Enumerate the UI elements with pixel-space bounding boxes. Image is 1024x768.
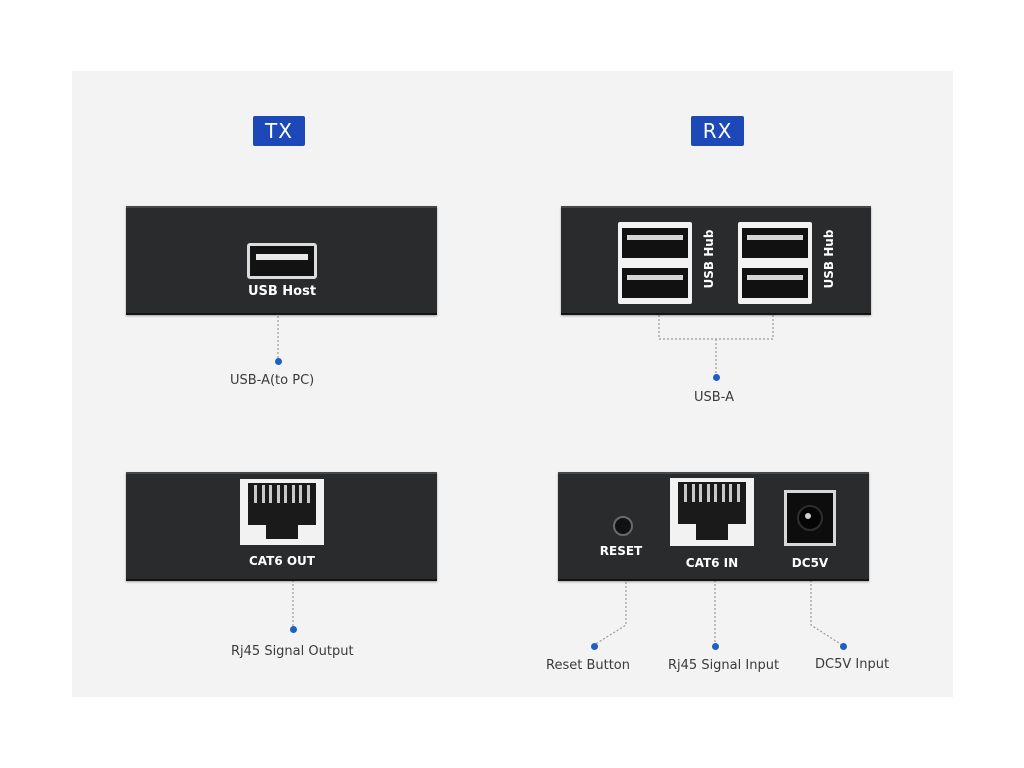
tx-cat6-callout-dot [290, 626, 297, 633]
tx-usb-callout: USB-A(to PC) [230, 373, 315, 388]
dc5v-label: DC5V [791, 556, 829, 570]
rx-usb-callout-dot [713, 374, 720, 381]
tx-cat6-callout: Rj45 Signal Output [231, 644, 354, 659]
cat6-out-label: CAT6 OUT [248, 554, 315, 568]
usb-hub-label-2: USB Hub [822, 229, 836, 289]
rx-reset-leader [593, 566, 627, 646]
rx-dc-callout: DC5V Input [815, 657, 890, 672]
rx-dc-leader [810, 580, 843, 646]
usb-hub-port-stack-1 [618, 222, 692, 304]
reset-label: RESET [599, 544, 643, 558]
reset-button [613, 516, 633, 536]
tx-usb-callout-dot [275, 358, 282, 365]
tx-badge: TX [253, 116, 305, 146]
tx-cat6-panel: CAT6 OUT [126, 472, 437, 581]
cat6-in-label: CAT6 IN [685, 556, 739, 570]
rx-cat6-callout-dot [712, 643, 719, 650]
tx-usb-panel: USB Host [126, 206, 437, 315]
rx-reset-callout-dot [591, 643, 598, 650]
usb-hub-port-stack-2 [738, 222, 812, 304]
rx-badge: RX [691, 116, 744, 146]
cat6-in-port [670, 478, 754, 546]
rx-cat6-callout: Rj45 Signal Input [668, 658, 780, 673]
diagram-panel [72, 71, 953, 697]
rx-control-panel: RESET CAT6 IN DC5V [558, 472, 869, 581]
usb-host-label: USB Host [247, 284, 317, 299]
dc5v-jack [784, 490, 836, 546]
rx-dc-callout-dot [840, 643, 847, 650]
usb-host-port [247, 243, 317, 279]
rx-usb-callout: USB-A [694, 390, 734, 405]
usb-hub-label-1: USB Hub [702, 229, 716, 289]
rx-reset-callout: Reset Button [546, 658, 630, 673]
rx-usb-panel: USB Hub USB Hub [561, 206, 871, 315]
cat6-out-port [240, 479, 324, 545]
